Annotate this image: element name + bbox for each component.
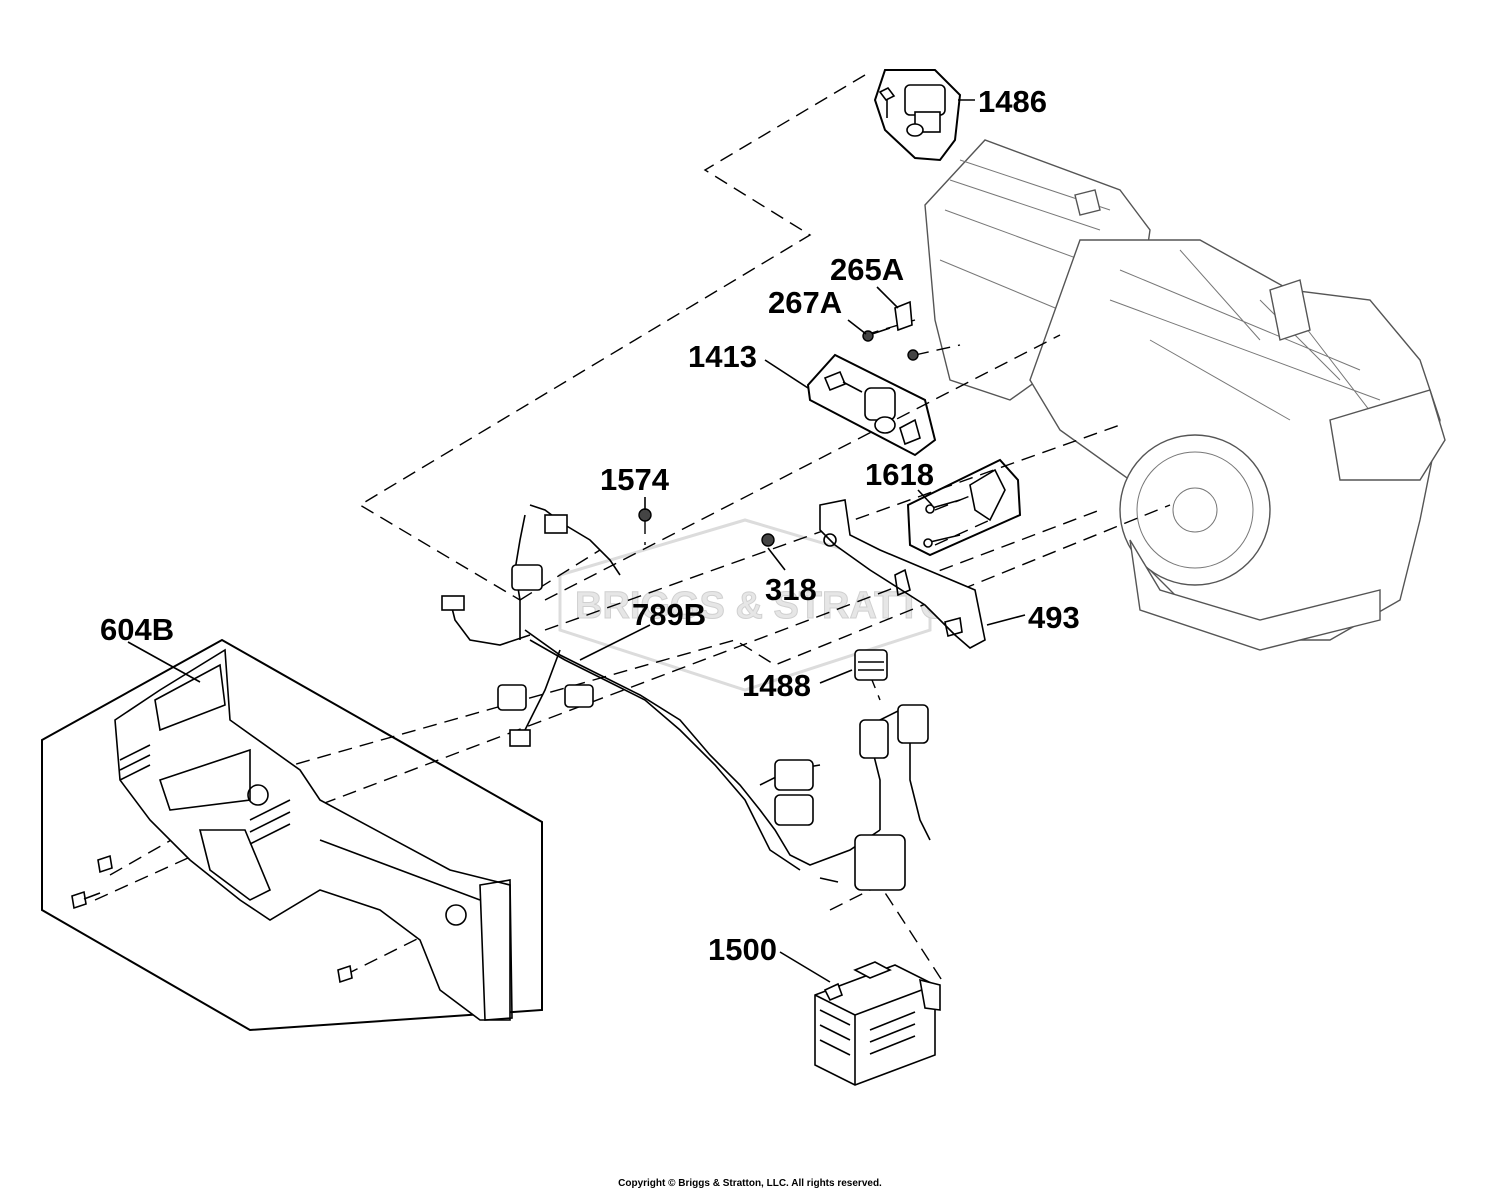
callout-265a: 265A (830, 252, 904, 287)
callout-1618: 1618 (865, 457, 934, 492)
part-318-screw (761, 533, 775, 547)
callout-267a: 267A (768, 285, 842, 320)
callout-1413: 1413 (688, 339, 757, 374)
part-604b-cover-group (41, 638, 543, 1032)
part-1500-control-module (814, 961, 941, 1086)
copyright-notice: Copyright © Briggs & Stratton, LLC. All … (618, 1178, 882, 1189)
callout-789b: 789B (632, 597, 706, 632)
part-1413-sensor-group (806, 353, 937, 457)
part-1488-connector (854, 649, 888, 681)
callout-1574: 1574 (600, 462, 670, 497)
part-1486-sensor-group (873, 69, 962, 162)
part-493-bracket (819, 499, 986, 649)
callout-leaders (127, 99, 1026, 983)
callout-318: 318 (765, 572, 817, 607)
engine-assembly (924, 139, 1446, 651)
callout-493: 493 (1028, 600, 1080, 635)
part-1574-nut (638, 508, 652, 522)
callout-1486: 1486 (978, 84, 1047, 119)
part-265a-bracket (894, 300, 913, 332)
callout-604b: 604B (100, 612, 174, 647)
part-1618-sensor-group (906, 458, 1022, 557)
part-267a-screw (862, 327, 919, 361)
callout-1500: 1500 (708, 932, 777, 967)
part-789b-wiring-harness (441, 504, 931, 891)
callout-1488: 1488 (742, 668, 811, 703)
